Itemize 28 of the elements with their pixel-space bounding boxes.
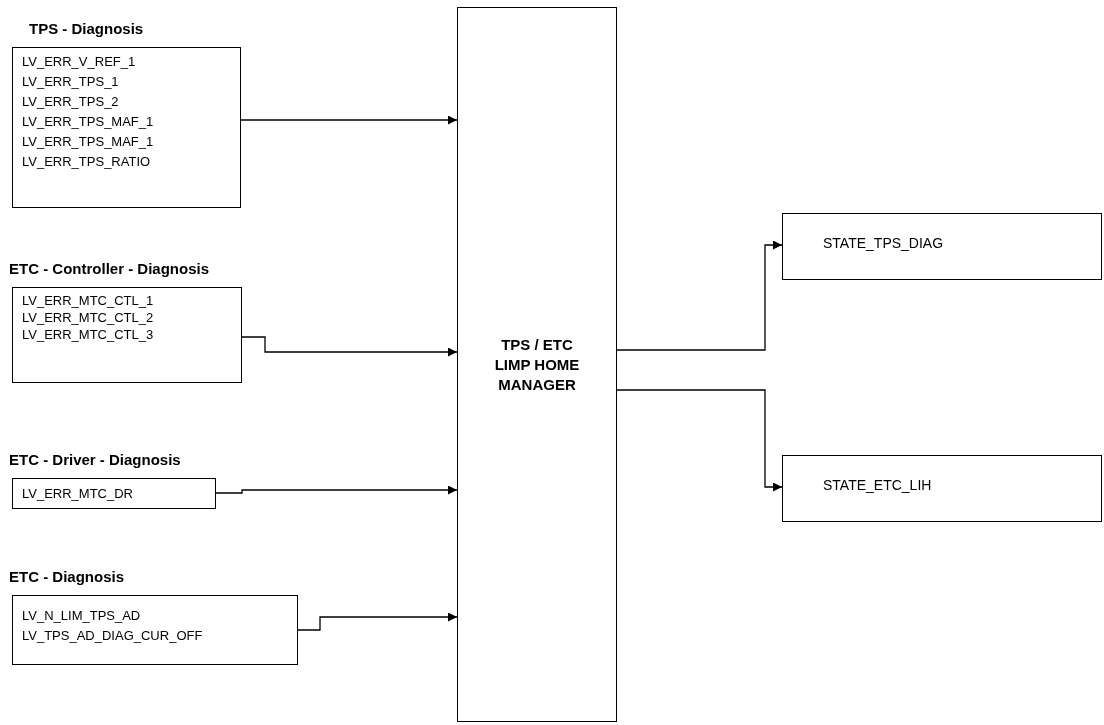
signal-name: LV_ERR_TPS_2 (21, 93, 120, 111)
manager-box (457, 7, 617, 722)
state-name: STATE_TPS_DIAG (822, 234, 944, 251)
output-box (782, 213, 1102, 280)
signal-name: LV_ERR_MTC_CTL_3 (21, 326, 155, 343)
signal-name: LV_N_LIM_TPS_AD (21, 607, 142, 625)
signal-name: LV_ERR_MTC_DR (21, 485, 134, 502)
group-heading: ETC - Diagnosis (9, 568, 124, 585)
state-name: STATE_ETC_LIH (822, 476, 932, 493)
arrow (240, 115, 458, 125)
arrow (215, 485, 458, 495)
signal-name: LV_ERR_TPS_MAF_1 (21, 133, 155, 151)
output-box (782, 455, 1102, 522)
arrow (241, 336, 458, 357)
signal-name: LV_ERR_TPS_MAF_1 (21, 113, 155, 131)
arrow (297, 612, 458, 631)
signal-name: LV_TPS_AD_DIAG_CUR_OFF (21, 627, 204, 645)
block-title: TPS / ETC LIMP HOME MANAGER (493, 334, 581, 395)
signal-name: LV_ERR_MTC_CTL_1 (21, 292, 155, 309)
signal-name: LV_ERR_V_REF_1 (21, 53, 137, 71)
arrow (616, 240, 783, 351)
group-heading: TPS - Diagnosis (29, 20, 144, 37)
signal-name: LV_ERR_MTC_CTL_2 (21, 309, 155, 326)
arrow (616, 389, 783, 492)
signal-name: LV_ERR_TPS_1 (21, 73, 120, 91)
group-heading: ETC - Driver - Diagnosis (9, 451, 181, 468)
group-heading: ETC - Controller - Diagnosis (9, 260, 209, 277)
signal-name: LV_ERR_TPS_RATIO (21, 153, 152, 171)
